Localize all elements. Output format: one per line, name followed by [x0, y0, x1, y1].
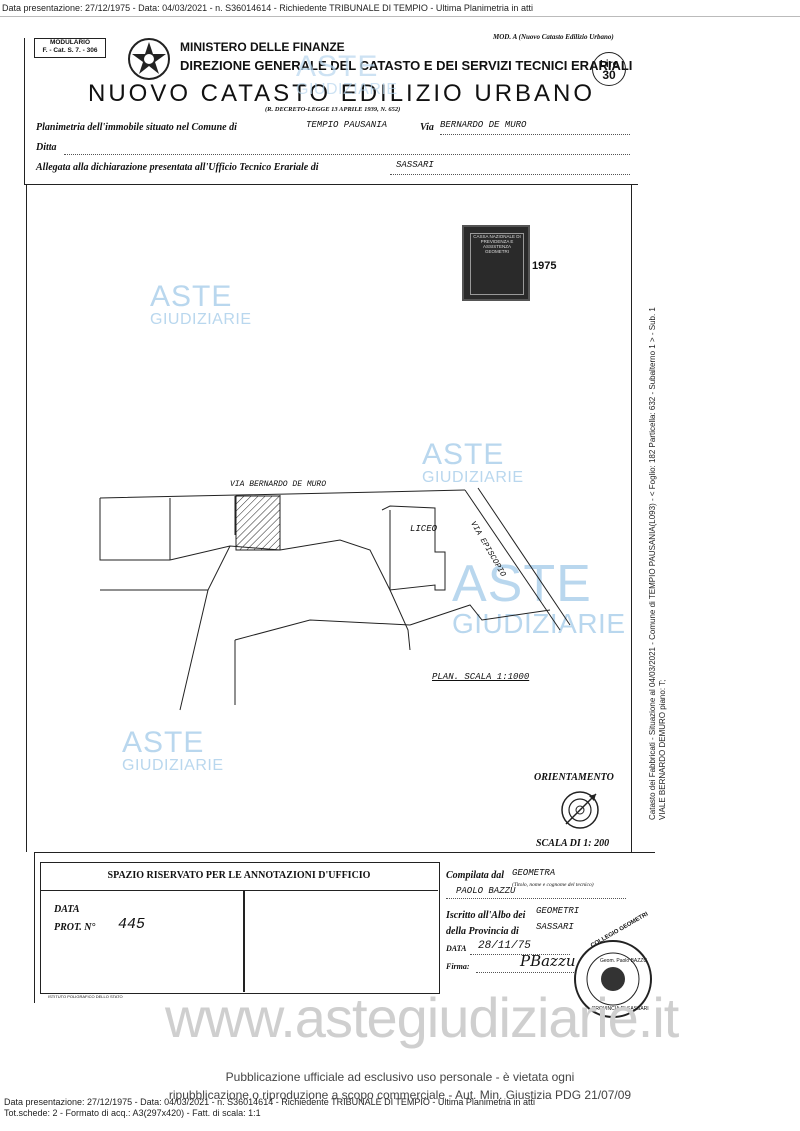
watermark-url: www.astegiudiziarie.it	[165, 986, 679, 1049]
watermark-subbrand: GIUDIZIARIE	[422, 469, 524, 486]
watermark-brand: ASTE	[150, 280, 233, 313]
watermark-logo: ASTE GIUDIZIARIE	[150, 282, 252, 328]
plan-scale-label: PLAN. SCALA 1:1000	[432, 672, 530, 682]
lire-label: Lire	[599, 59, 619, 70]
watermark-logo: ASTE GIUDIZIARIE	[422, 440, 524, 486]
notes-prot-label: PROT. N°	[54, 922, 96, 933]
ufficio-value: SASSARI	[396, 160, 434, 170]
watermark-brand: ASTE	[422, 438, 505, 471]
lire-stamp: Lire 30	[592, 52, 626, 86]
professional-seal-icon	[574, 940, 652, 1018]
publication-notice-1: Pubblicazione ufficiale ad esclusivo uso…	[225, 1070, 575, 1084]
watermark-brand: ASTE	[452, 555, 592, 613]
via-value: BERNARDO DE MURO	[440, 120, 527, 130]
iscritto-albo: GEOMETRI	[536, 906, 580, 916]
seal-province: PROVINCIA DI SASSARI	[592, 1006, 649, 1012]
compilata-label: Compilata dal	[446, 870, 505, 881]
watermark-brand: ASTE	[296, 50, 379, 83]
document-title: NUOVO CATASTO EDILIZIO URBANO	[88, 80, 596, 107]
watermark-brand: ASTE	[122, 726, 205, 759]
orientation-label: ORIENTAMENTO	[534, 772, 614, 783]
plan-building-label: LICEO	[410, 524, 438, 534]
ditta-label: Ditta	[36, 142, 57, 153]
provincia-value: SASSARI	[536, 922, 574, 932]
hatched-parcel	[235, 495, 281, 551]
watermark-logo: ASTE GIUDIZIARIE	[296, 52, 398, 98]
main-scale-label: SCALA DI 1: 200	[536, 838, 610, 849]
modulario-box: MODULARIO F. - Cat. S. 7. - 306	[34, 38, 106, 58]
planimetria-label: Planimetria dell'immobile situato nel Co…	[36, 122, 237, 133]
ministero-title: MINISTERO DELLE FINANZE	[180, 40, 345, 54]
firma-signature: PBazzu	[520, 952, 576, 970]
via-label: Via	[420, 122, 434, 133]
bottom-frame	[34, 852, 655, 1003]
watermark-subbrand: GIUDIZIARIE	[452, 608, 626, 639]
modulario-label: MODULARIO	[49, 39, 91, 46]
publication-notice-2: ripubblicazione o riproduzione a scopo c…	[168, 1088, 632, 1102]
side-line-2: VIALE BERNARDO DEMURO piano: T;	[658, 679, 667, 820]
notes-footer: ISTITUTO POLIGRAFICO DELLO STATO	[48, 994, 123, 999]
via-dotted-line	[440, 134, 630, 135]
plan-frame	[26, 184, 632, 852]
office-notes-box	[40, 862, 440, 994]
footer-info-line-1: Data presentazione: 27/12/1975 - Data: 0…	[4, 1097, 535, 1107]
compilata-nome: PAOLO BAZZU	[456, 886, 516, 896]
compass-icon	[561, 791, 599, 829]
watermark-logo: ASTE GIUDIZIARIE	[452, 558, 626, 638]
notes-data-label: DATA	[54, 904, 80, 915]
office-notes-title: SPAZIO RISERVATO PER LE ANNOTAZIONI D'UF…	[40, 862, 438, 891]
firma-dotted-line	[476, 972, 576, 973]
watermark-subbrand: GIUDIZIARIE	[150, 311, 252, 328]
compilata-qualifica: GEOMETRA	[512, 868, 556, 878]
ufficio-dotted-line	[390, 174, 630, 175]
data-dotted-line	[470, 954, 570, 955]
comune-value: TEMPIO PAUSANIA	[306, 120, 388, 130]
plan-street-top: VIA BERNARDO DE MURO	[230, 480, 327, 489]
watermark-subbrand: GIUDIZIARIE	[122, 757, 224, 774]
stamp-year: 1975	[532, 260, 557, 272]
side-cadastral-info: Catasto dei Fabbricati - Situazione al 0…	[648, 307, 668, 820]
header-divider	[0, 16, 800, 17]
office-notes-divider	[243, 890, 245, 992]
firma-label: Firma:	[446, 962, 470, 971]
side-line-1: Catasto dei Fabbricati - Situazione al 0…	[648, 307, 657, 820]
mod-a-label: MOD. A (Nuovo Catasto Edilizio Urbano)	[493, 33, 614, 41]
provincia-label: della Provincia di	[446, 926, 519, 937]
decreto-note: (R. DECRETO-LEGGE 13 APRILE 1939, N. 652…	[265, 106, 401, 113]
watermark-logo: ASTE GIUDIZIARIE	[122, 728, 224, 774]
revenue-stamp: CASSA NAZIONALE DI PREVIDENZA E ASSISTEN…	[462, 225, 530, 301]
header-frame	[24, 38, 638, 185]
seal-name: Geom. Paolo BAZZU	[600, 958, 647, 964]
compilata-data-value: 28/11/75	[478, 940, 531, 952]
iscritto-label: Iscritto all'Albo dei	[446, 910, 526, 921]
republic-emblem-icon	[128, 38, 170, 80]
direzione-title: DIREZIONE GENERALE DEL CATASTO E DEI SER…	[180, 58, 633, 73]
modulario-code: F. - Cat. S. 7. - 306	[42, 47, 98, 54]
footer-info-line-2: Tot.schede: 2 - Formato di acq.: A3(297x…	[4, 1108, 261, 1118]
lire-value: 30	[602, 68, 616, 82]
allegata-label: Allegata alla dichiarazione presentata a…	[36, 162, 319, 173]
watermark-subbrand: GIUDIZIARIE	[296, 81, 398, 98]
header-info-line: Data presentazione: 27/12/1975 - Data: 0…	[2, 3, 533, 13]
ditta-dotted-line	[64, 154, 630, 155]
stamp-text: CASSA NAZIONALE DI PREVIDENZA E ASSISTEN…	[470, 233, 524, 295]
compilata-dotted-line	[446, 898, 626, 899]
notes-prot-value: 445	[118, 916, 146, 933]
site-plan-drawing	[99, 487, 571, 711]
compilata-data-label: DATA	[446, 944, 467, 953]
compilata-title-note: (Titolo, nome e cognome del tecnico)	[512, 882, 594, 888]
